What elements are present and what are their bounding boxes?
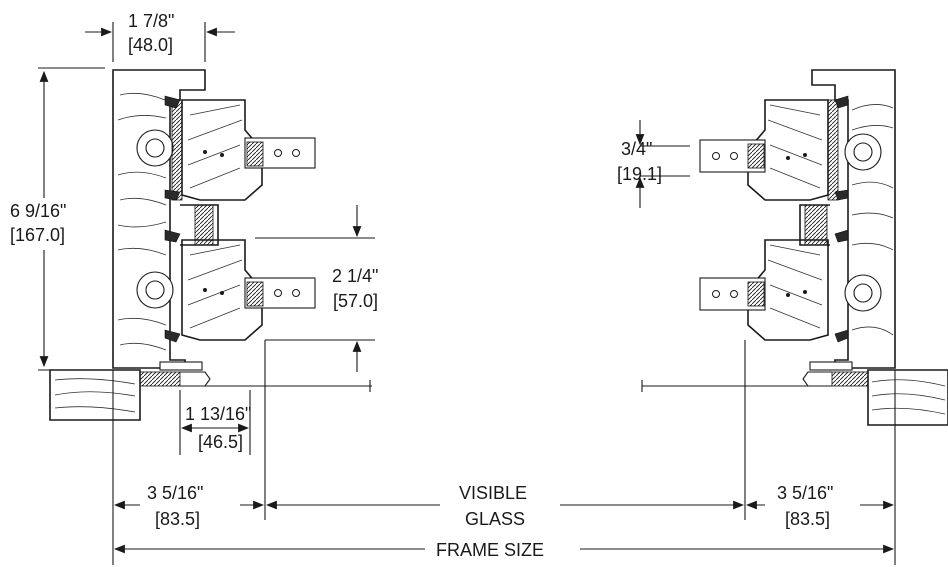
- visible-glass-line1: VISIBLE: [459, 483, 527, 503]
- height-metric: [167.0]: [10, 225, 65, 245]
- glass-offset-metric: [19.1]: [617, 164, 662, 184]
- visible-glass-line2: GLASS: [465, 509, 525, 529]
- frame-size-label: FRAME SIZE: [436, 540, 544, 560]
- dimension-lines: [38, 22, 896, 565]
- height-imperial: 6 9/16": [10, 201, 66, 221]
- glass-offset-imperial: 3/4": [621, 139, 652, 159]
- sill-depth-imperial: 1 13/16": [185, 404, 251, 424]
- frame-depth-imperial: 1 7/8": [128, 11, 174, 31]
- left-jamb-section: [49, 69, 316, 421]
- sill-depth-metric: [46.5]: [198, 432, 243, 452]
- frame-depth-metric: [48.0]: [128, 35, 173, 55]
- right-jamb-imperial: 3 5/16": [777, 483, 833, 503]
- lite-spacing-imperial: 2 1/4": [332, 266, 378, 286]
- right-jamb-metric: [83.5]: [785, 509, 830, 529]
- left-jamb-metric: [83.5]: [155, 509, 200, 529]
- left-jamb-imperial: 3 5/16": [147, 483, 203, 503]
- lite-spacing-metric: [57.0]: [333, 291, 378, 311]
- right-jamb-section: [699, 69, 948, 426]
